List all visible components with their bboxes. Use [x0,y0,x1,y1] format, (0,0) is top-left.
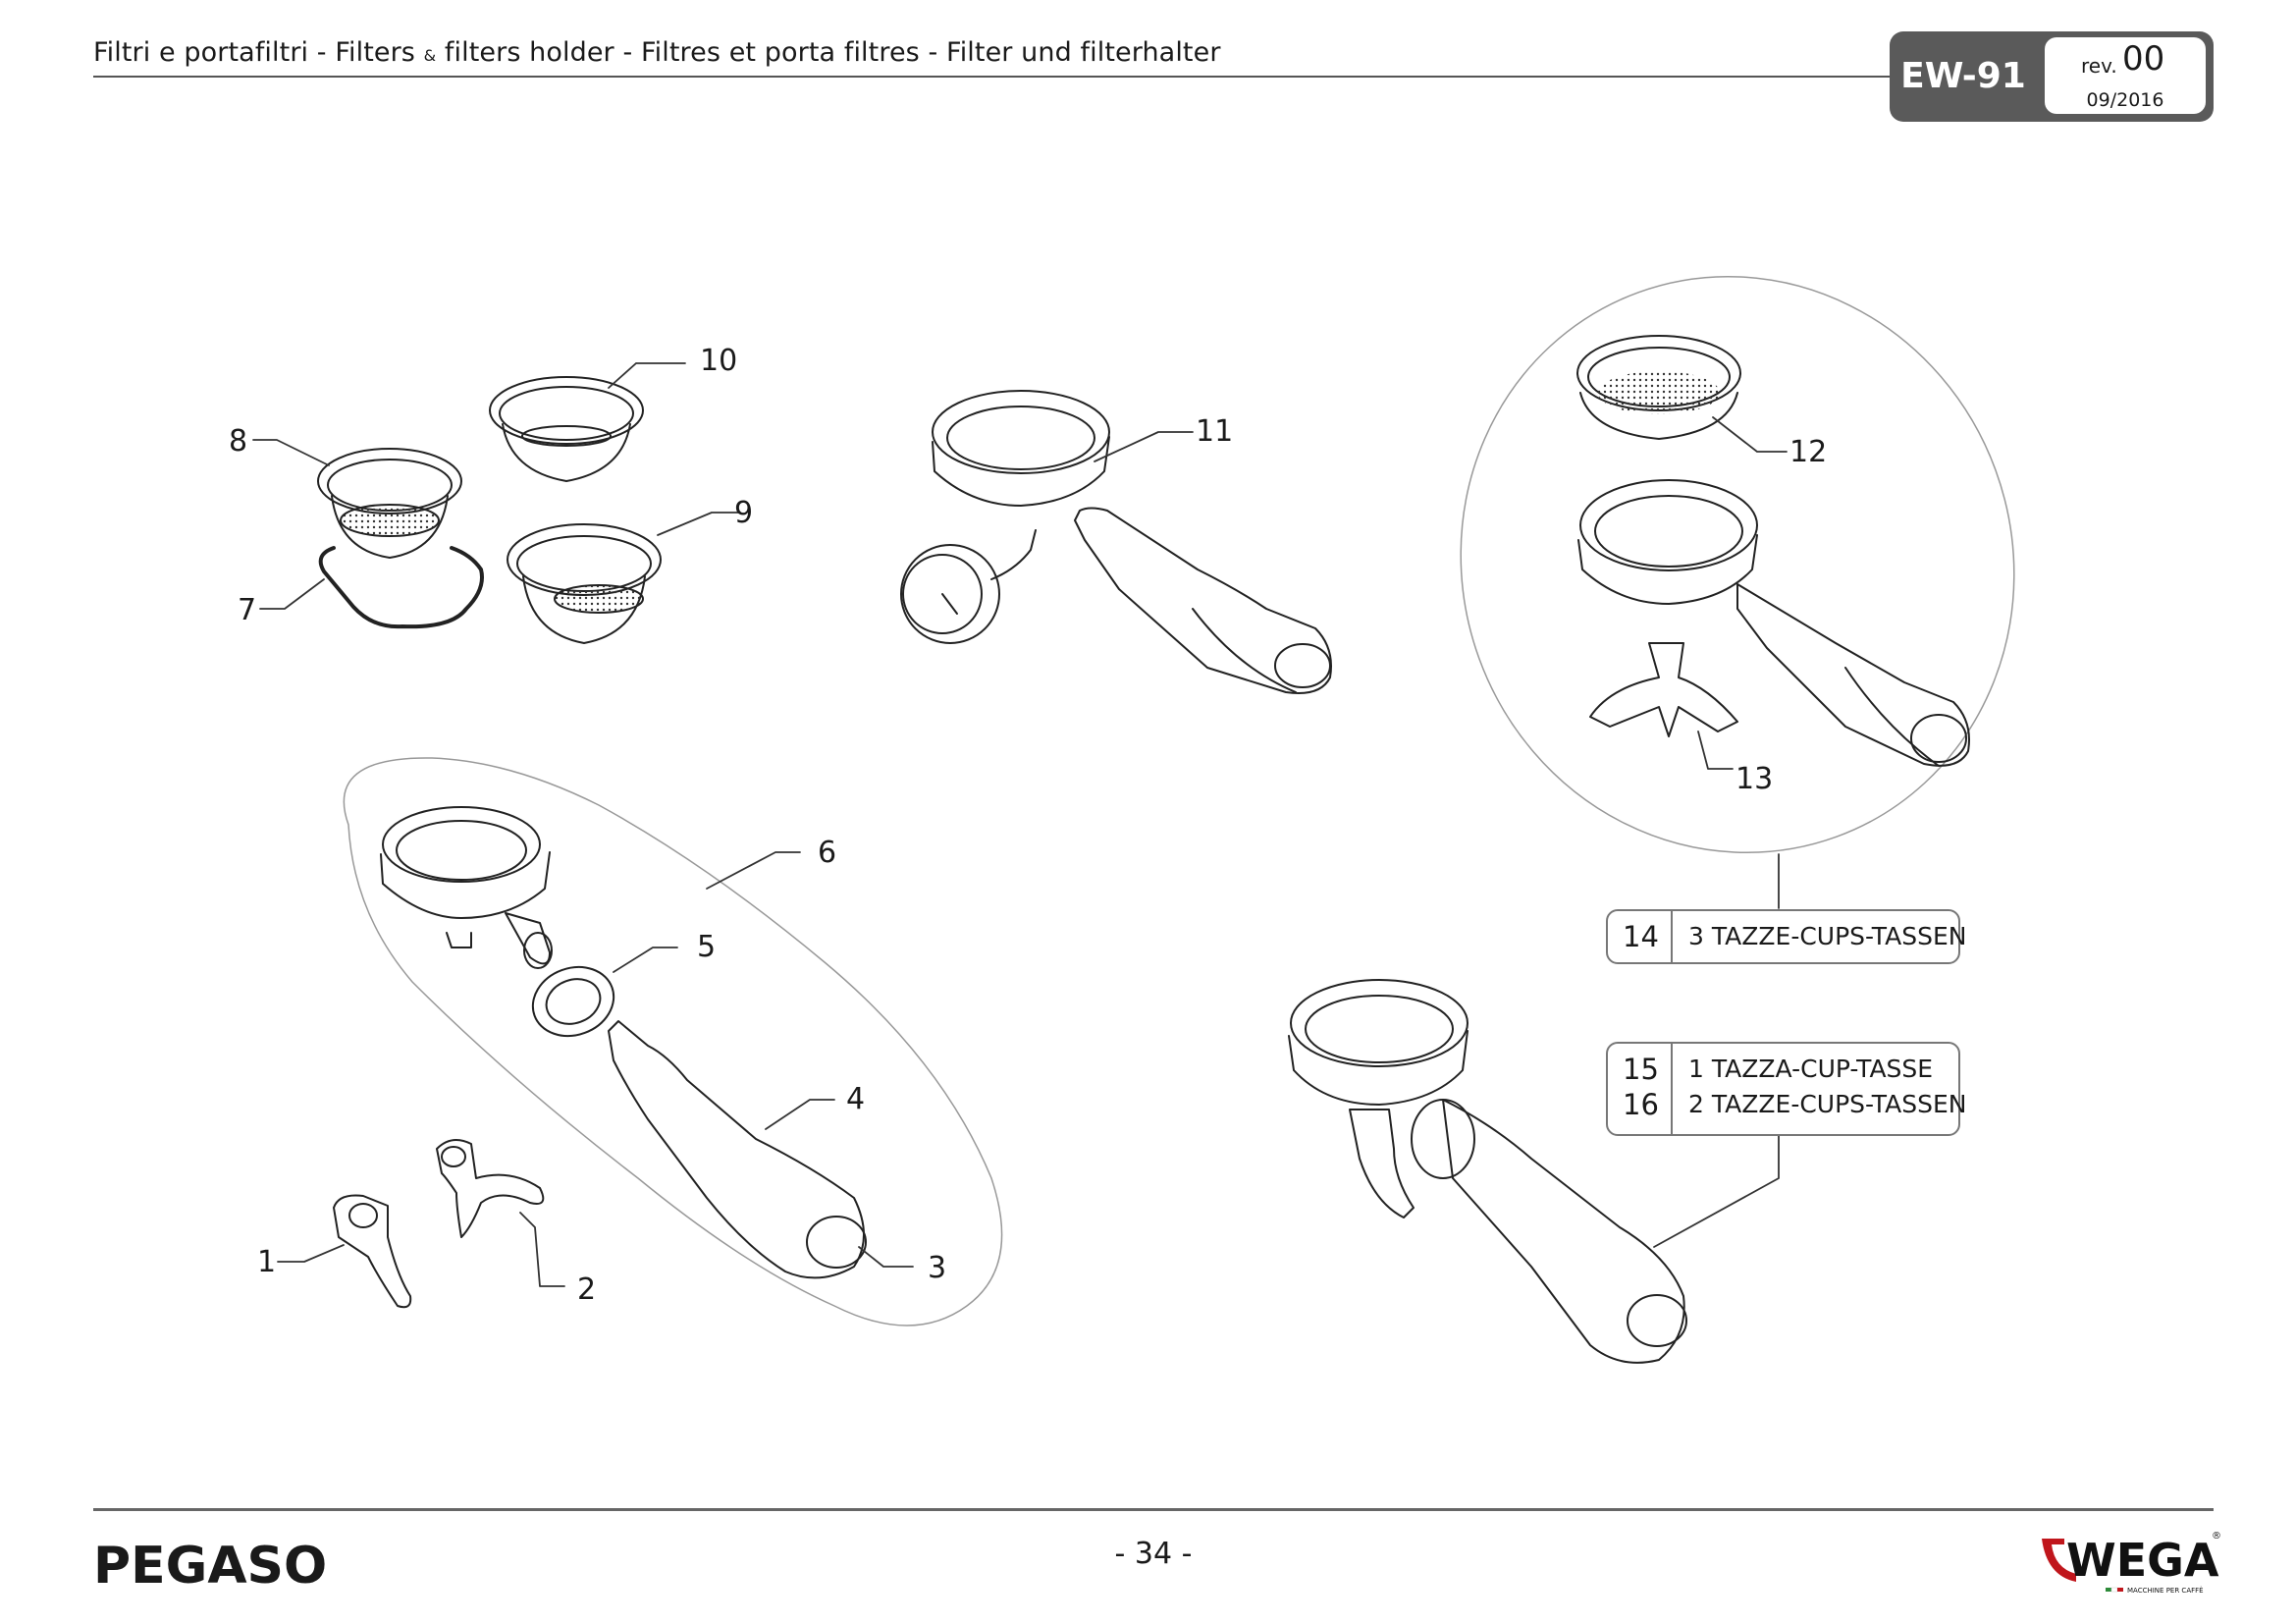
triple-filter-basket [1576,335,1741,440]
variant-label: 3 TAZZE-CUPS-TASSEN [1688,922,1967,950]
title-ampersand: & [423,46,437,65]
callout-12: 12 [1789,435,1828,469]
handle [608,1020,867,1279]
variant-label: 1 TAZZA-CUP-TASSE [1688,1055,1934,1083]
logo-flag-green [2106,1588,2111,1592]
callout-8: 8 [229,424,248,459]
callout-3: 3 [928,1251,947,1285]
header-divider [93,76,1890,78]
revision-prefix: rev. [2081,54,2117,78]
variant-number: 16 [1623,1088,1659,1121]
single-spout [333,1194,412,1309]
callout-1: 1 [257,1245,277,1279]
gauge-portafilter [900,390,1332,694]
callout-2: 2 [577,1272,597,1307]
callout-6: 6 [818,836,837,870]
document-code: EW-91 [1900,56,2026,96]
double-filter-basket [507,523,662,644]
gasket-ring [318,546,484,629]
spout-deflector [436,1139,545,1238]
callout-4: 4 [846,1082,866,1116]
assembly-outline-handle [343,757,1003,1326]
page-number: - 34 - [1114,1537,1193,1571]
revision-number: 00 [2122,39,2165,79]
logo-flag-white [2110,1587,2118,1593]
variant-number: 14 [1623,920,1659,953]
triple-cup-portafilter [1577,479,1970,767]
callout-11: 11 [1196,414,1234,449]
page-title: Filtri e portafiltri - Filters & filters… [93,37,1221,68]
variant-box-15-16: 15 1 TAZZA-CUP-TASSE 16 2 TAZZE-CUPS-TAS… [1606,1042,1966,1136]
logo-flag-red [2117,1588,2123,1592]
title-part-2: filters holder - Filtres et porta filtre… [444,37,1221,68]
footer-divider [93,1508,2214,1511]
logo-tagline: MACCHINE PER CAFFÈ [2127,1586,2204,1595]
assembly-outline-3cups [1460,275,2015,854]
title-part-1: Filtri e portafiltri - Filters [93,37,415,68]
wega-logo: WEGA ® MACCHINE PER CAFFÈ [2042,1531,2221,1595]
portafilter-body [380,806,553,969]
variant-box-14: 14 3 TAZZE-CUPS-TASSEN [1606,909,1966,964]
logo-wordmark: WEGA [2066,1534,2219,1587]
single-filter-basket [317,448,462,559]
logo-registered-mark: ® [2212,1531,2221,1542]
three-way-spout [1589,642,1738,737]
blind-filter-basket [489,376,644,482]
callout-9: 9 [734,496,754,530]
variant-label: 2 TAZZE-CUPS-TASSEN [1688,1090,1967,1118]
revision-box [2045,37,2206,114]
variant-divider [1671,1044,1673,1134]
single-double-portafilter [1288,979,1687,1364]
callout-leaders [252,362,1788,1287]
revision-date: 09/2016 [2086,89,2164,111]
variant-divider [1671,911,1673,962]
callout-5: 5 [697,930,717,964]
callout-10: 10 [700,344,738,378]
variant-number: 15 [1623,1053,1659,1086]
handle-ring [531,965,615,1038]
callout-13: 13 [1735,762,1774,796]
model-name: PEGASO [93,1537,328,1596]
logo-cup-mark [2042,1539,2076,1582]
callout-7: 7 [238,593,257,627]
